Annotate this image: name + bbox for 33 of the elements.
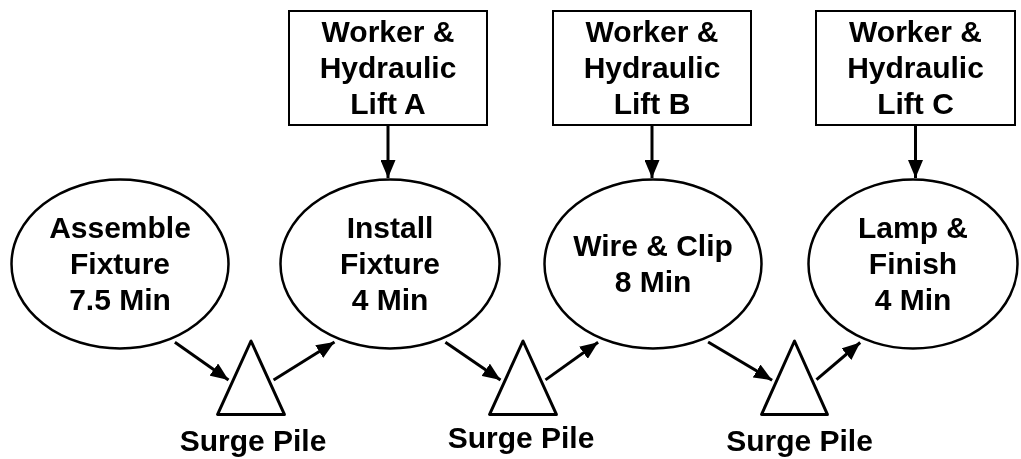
process-ellipse <box>807 178 1019 350</box>
resource-box <box>815 10 1016 126</box>
resource-box <box>552 10 752 126</box>
duration-label: 4 Min <box>874 282 952 318</box>
duration-label: 8 Min <box>614 264 692 300</box>
triangle-caption: Surge Pile <box>447 421 595 455</box>
arrow <box>707 340 773 382</box>
resource-box <box>288 10 488 126</box>
arrow <box>272 340 336 382</box>
step-label: Assemble Fixture <box>48 210 192 282</box>
arrow <box>444 340 502 382</box>
arrow <box>380 126 396 178</box>
triangle-caption: Surge Pile <box>726 424 873 458</box>
duration-label: 7.5 Min <box>69 282 171 318</box>
arrow <box>544 341 599 382</box>
inventory-triangle <box>760 339 829 416</box>
step-label: Install Fixture <box>339 210 441 282</box>
process-ellipse <box>543 178 763 350</box>
arrow <box>644 126 660 178</box>
arrow <box>174 340 230 382</box>
arrow <box>908 126 923 178</box>
resource-label: Worker & Hydraulic Lift B <box>582 14 722 122</box>
resource-label: Worker & Hydraulic Lift A <box>318 14 458 122</box>
step-label: Wire & Clip <box>573 228 733 264</box>
inventory-triangle <box>488 339 558 416</box>
duration-label: 4 Min <box>351 282 429 318</box>
process-ellipse <box>279 178 501 350</box>
resource-label: Worker & Hydraulic Lift C <box>846 14 985 122</box>
triangle-caption: Surge Pile <box>179 424 327 458</box>
step-label: Lamp & Finish <box>857 210 969 282</box>
arrow <box>815 341 862 381</box>
process-ellipse <box>10 178 230 350</box>
inventory-triangle <box>216 339 286 416</box>
